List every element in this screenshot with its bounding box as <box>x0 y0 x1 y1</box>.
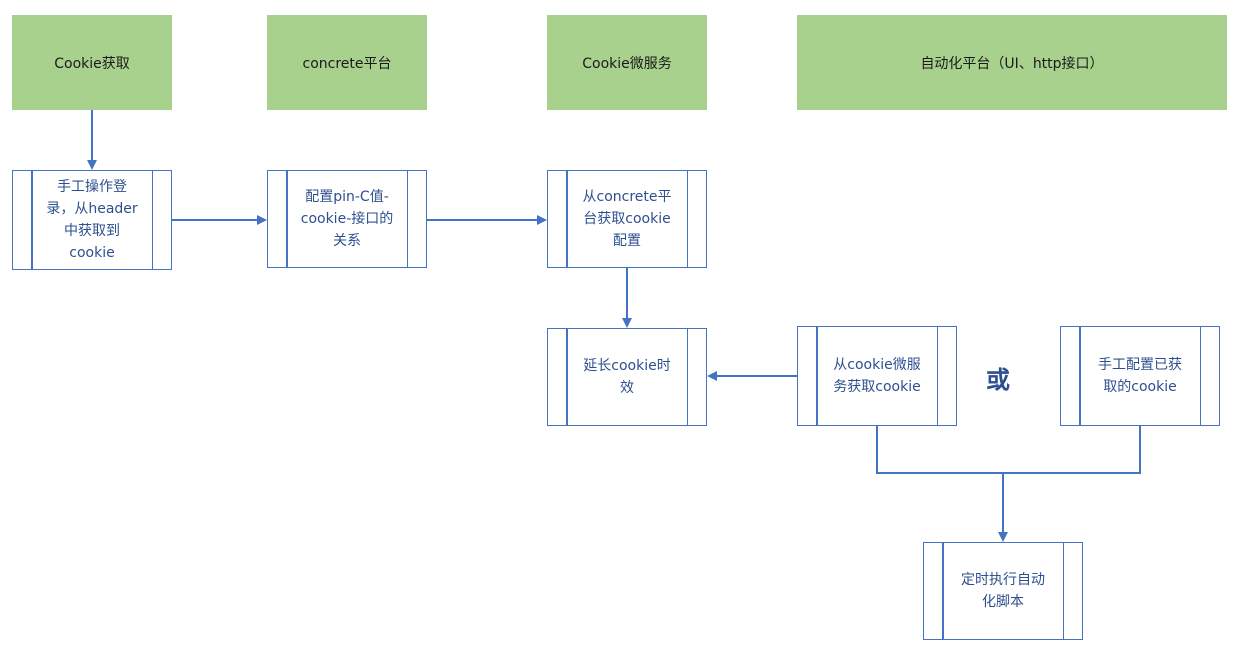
step-manual-config: 手工配置已获 取的cookie <box>1060 326 1220 426</box>
step-manual-login: 手工操作登 录，从header 中获取到 cookie <box>12 170 172 270</box>
lane-header-label: 自动化平台（UI、http接口） <box>920 55 1104 72</box>
step-extend-cookie: 延长cookie时 效 <box>547 328 707 426</box>
step-label: 手工配置已获 取的cookie <box>1098 357 1182 395</box>
or-label: 或 <box>986 366 1010 394</box>
lane-header-concrete: concrete平台 <box>267 15 427 110</box>
step-label: 从cookie微服 务获取cookie <box>833 357 921 395</box>
lane-header-cookie-fetch: Cookie获取 <box>12 15 172 110</box>
step-label: 从concrete平 台获取cookie 配置 <box>582 189 672 249</box>
lane-header-label: concrete平台 <box>302 55 392 72</box>
step-label: 配置pin-C值- cookie-接口的 关系 <box>300 189 394 249</box>
step-label: 延长cookie时 效 <box>583 358 671 396</box>
step-scheduled-run: 定时执行自动 化脚本 <box>923 542 1083 640</box>
step-configure-pin: 配置pin-C值- cookie-接口的 关系 <box>267 170 427 268</box>
step-label: 定时执行自动 化脚本 <box>961 572 1045 610</box>
step-fetch-from-service: 从cookie微服 务获取cookie <box>797 326 957 426</box>
lane-header-automation: 自动化平台（UI、http接口） <box>797 15 1227 110</box>
step-label: 手工操作登 录，从header 中获取到 cookie <box>46 179 138 261</box>
lane-header-label: Cookie微服务 <box>582 55 672 72</box>
step-fetch-from-concrete: 从concrete平 台获取cookie 配置 <box>547 170 707 268</box>
arrow-merge-to-schedule <box>876 426 1141 474</box>
lane-header-label: Cookie获取 <box>54 55 130 72</box>
lane-header-cookie-service: Cookie微服务 <box>547 15 707 110</box>
